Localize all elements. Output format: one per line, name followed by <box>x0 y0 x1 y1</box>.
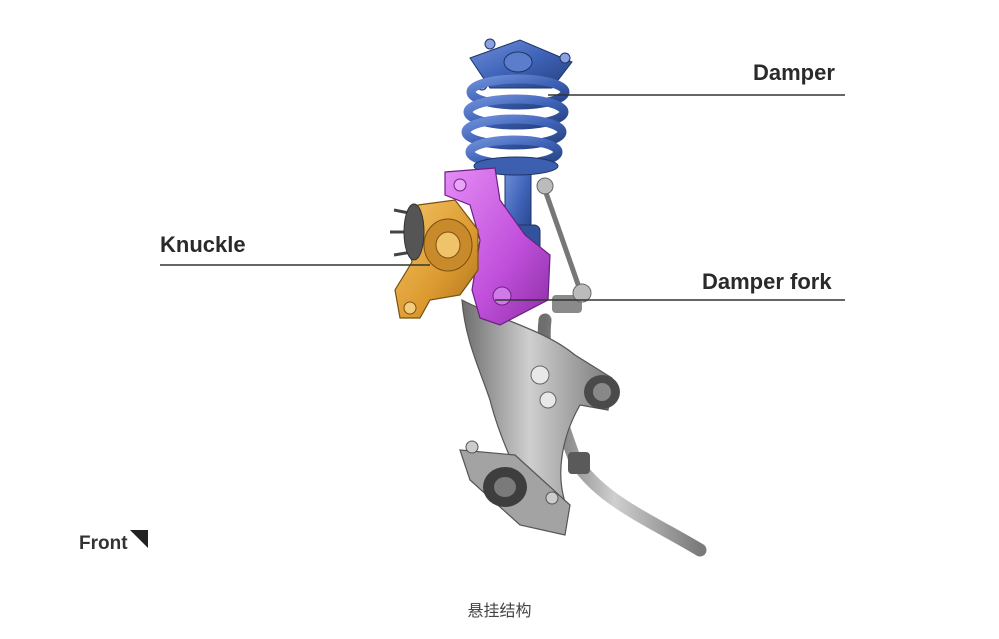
front-label: Front <box>79 533 128 554</box>
figure-caption: 悬挂结构 <box>467 601 532 620</box>
leader-lines <box>160 94 845 301</box>
damper-label: Damper <box>753 60 835 85</box>
knuckle-part <box>390 199 479 319</box>
stabilizer-link <box>536 177 592 303</box>
damper-fork <box>444 167 551 326</box>
front-arrow-icon <box>130 530 148 548</box>
damper-fork-label: Damper fork <box>702 269 832 294</box>
arm-bracket <box>459 440 571 536</box>
knuckle-label: Knuckle <box>160 232 246 257</box>
